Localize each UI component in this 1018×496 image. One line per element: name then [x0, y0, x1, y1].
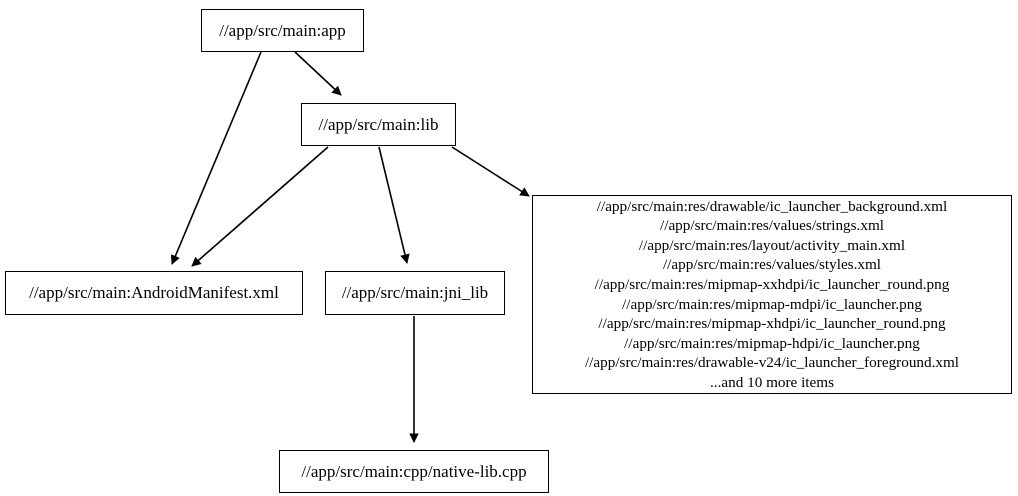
- node-native-lib-label: //app/src/main:cpp/native-lib.cpp: [301, 461, 527, 481]
- node-resources[interactable]: //app/src/main:res/drawable/ic_launcher_…: [532, 195, 1012, 394]
- edge-lib-to-manifest: [191, 146, 329, 267]
- edge-lib-to-resources: [451, 146, 530, 197]
- node-app[interactable]: //app/src/main:app: [201, 9, 364, 52]
- node-native-lib[interactable]: //app/src/main:cpp/native-lib.cpp: [279, 450, 549, 493]
- edge-lib-to-jni-lib: [378, 146, 410, 264]
- node-jni-lib-label: //app/src/main:jni_lib: [341, 283, 489, 303]
- node-android-manifest[interactable]: //app/src/main:AndroidManifest.xml: [5, 271, 303, 315]
- edge-app-to-manifest: [170, 51, 262, 265]
- node-jni-lib[interactable]: //app/src/main:jni_lib: [325, 271, 505, 315]
- node-lib-label: //app/src/main:lib: [318, 114, 439, 134]
- node-android-manifest-label: //app/src/main:AndroidManifest.xml: [29, 283, 279, 303]
- node-app-label: //app/src/main:app: [219, 20, 346, 40]
- node-lib[interactable]: //app/src/main:lib: [301, 103, 456, 146]
- edge-app-to-lib: [294, 51, 342, 96]
- node-resources-label: //app/src/main:res/drawable/ic_launcher_…: [584, 197, 960, 391]
